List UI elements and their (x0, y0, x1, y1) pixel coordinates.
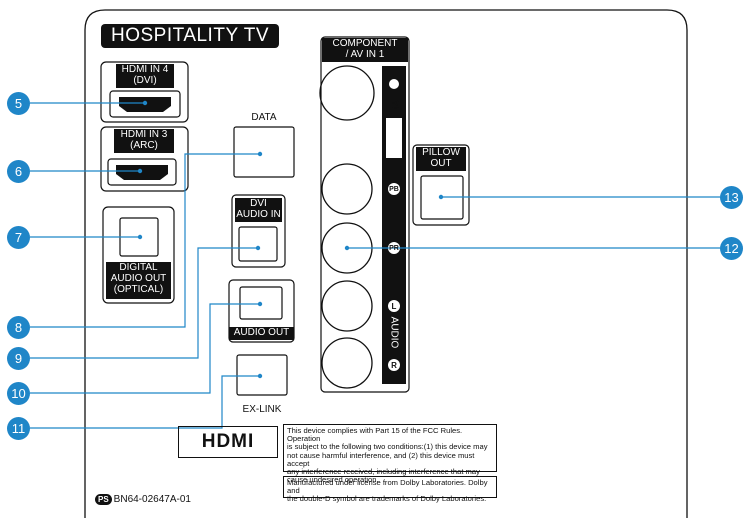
callout-9: 9 (7, 347, 30, 370)
data-port (233, 126, 295, 178)
data-label: DATA (251, 112, 277, 123)
hdmi-in-3-socket (107, 158, 177, 186)
ex-link-label: EX-LINK (242, 404, 282, 415)
callout-10: 10 (7, 382, 30, 405)
hdmi-in-4-label: HDMI IN 4(DVI) (116, 64, 174, 88)
jack-audio-r (321, 337, 373, 389)
callout-6: 6 (7, 160, 30, 183)
hdmi-in-3-frame (100, 126, 189, 192)
jack-label-pr: PR (389, 245, 399, 252)
dolby-notice: Manufactured under license from Dolby La… (283, 476, 497, 503)
hdmi-in-4-frame (100, 61, 189, 123)
jack-label-y: Y/ (388, 99, 400, 110)
callout-5: 5 (7, 92, 30, 115)
jack-pb (321, 163, 373, 215)
leader-dots (137, 100, 444, 379)
component-label: COMPONENT/ AV IN 1 (322, 38, 408, 62)
jack-audio-l (321, 280, 373, 332)
audio-out-label: AUDIO OUT (229, 327, 294, 340)
dvi-audio-socket (238, 226, 278, 262)
jack-y-video (319, 65, 375, 121)
jack-label-pb: PB (389, 186, 399, 193)
callout-11: 11 (7, 417, 30, 440)
jack-label-l: L (391, 302, 397, 311)
dvi-audio-frame (231, 194, 286, 268)
callout-13: 13 (720, 186, 743, 209)
fcc-notice: This device complies with Part 15 of the… (283, 424, 497, 484)
audio-out-frame (228, 279, 295, 343)
jack-label-audio: AUDIO (388, 316, 400, 349)
hdmi-logo: HDMI (178, 426, 278, 458)
jack-label-r: R (391, 361, 397, 370)
hdmi-in-4-socket (109, 90, 181, 118)
callout-7: 7 (7, 226, 30, 249)
panel-title: HOSPITALITY TV (101, 24, 279, 48)
callout-8: 8 (7, 316, 30, 339)
hdmi-in-3-label: HDMI IN 3(ARC) (114, 129, 174, 153)
audio-out-socket (239, 286, 283, 320)
ex-link-port (236, 354, 288, 396)
leader-lines (30, 102, 720, 429)
part-number-text: BN64-02647A-01 (113, 494, 191, 505)
panel-outline (84, 9, 688, 518)
optical-frame (102, 206, 175, 304)
component-frame (320, 36, 410, 393)
callout-12: 12 (720, 237, 743, 260)
ps-badge: PS (95, 494, 112, 505)
pillow-out-frame (412, 144, 470, 226)
